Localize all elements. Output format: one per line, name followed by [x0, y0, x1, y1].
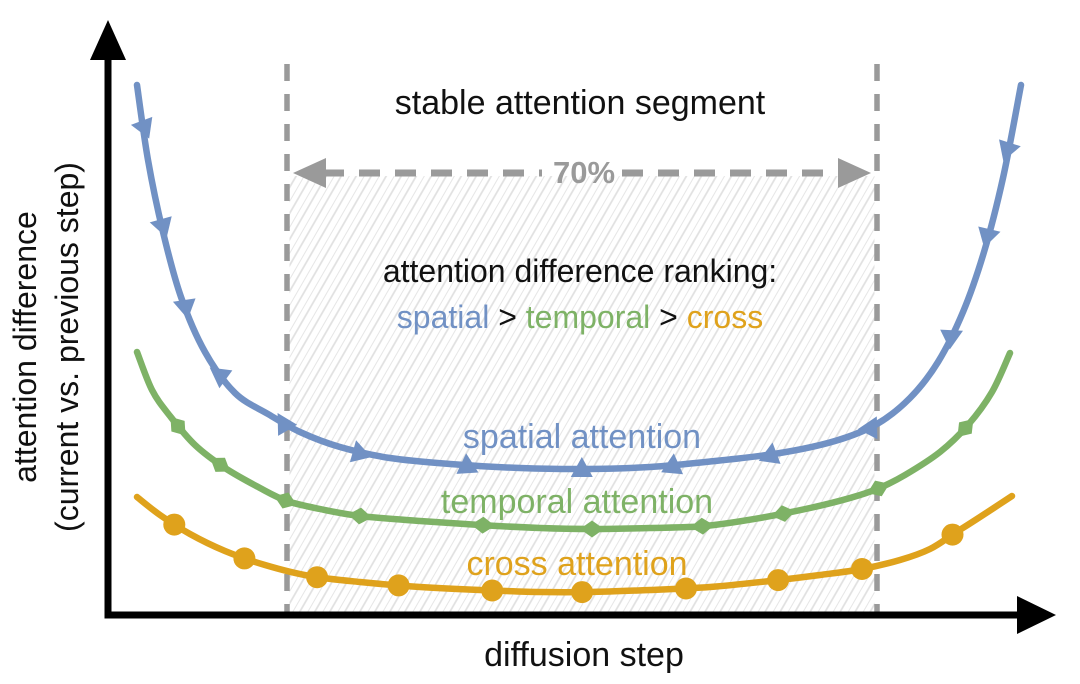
series-marker-cross-attention — [571, 581, 594, 604]
x-axis-arrowhead — [1017, 596, 1056, 634]
ranking-item-cross: cross — [686, 299, 764, 335]
y-axis-label-line-1: attention difference — [7, 211, 43, 483]
series-label-spatial-attention: spatial attention — [462, 418, 702, 456]
series-marker-cross-attention — [767, 569, 790, 592]
series-marker-spatial-attention — [978, 226, 1001, 248]
chart-title: stable attention segment — [394, 84, 766, 122]
series-marker-spatial-attention — [130, 116, 153, 139]
series-marker-temporal-attention — [957, 419, 974, 437]
series-marker-cross-attention — [233, 547, 256, 570]
series-label-temporal-attention: temporal attention — [440, 483, 714, 521]
series-marker-spatial-attention — [209, 367, 233, 389]
series-marker-spatial-attention — [277, 413, 298, 436]
ranking-separator: > — [650, 299, 687, 335]
series-marker-spatial-attention — [456, 453, 479, 474]
ranking-separator: > — [489, 299, 526, 335]
series-marker-cross-attention — [387, 574, 410, 597]
series-marker-temporal-attention — [690, 517, 715, 535]
series-marker-temporal-attention — [867, 480, 890, 497]
series-marker-cross-attention — [481, 579, 504, 602]
hatch-region — [289, 176, 875, 615]
series-marker-cross-attention — [851, 558, 873, 580]
series-marker-cross-attention — [941, 523, 964, 546]
series-marker-spatial-attention — [149, 216, 172, 238]
ranking-item-temporal: temporal — [525, 299, 651, 335]
series-marker-spatial-attention — [570, 457, 593, 478]
series-marker-cross-attention — [163, 513, 186, 536]
series-marker-cross-attention — [675, 577, 697, 600]
segment-span-arrow-right-head — [838, 158, 871, 188]
segment-span-label: 70% — [552, 155, 616, 190]
series-marker-temporal-attention — [274, 492, 297, 509]
series-marker-spatial-attention — [857, 416, 878, 440]
y-axis-arrowhead — [90, 20, 126, 60]
series-curve-spatial-attention — [133, 81, 1025, 473]
series-marker-temporal-attention — [210, 457, 231, 472]
series-marker-temporal-attention — [348, 507, 372, 525]
ranking-heading: attention difference ranking: — [382, 253, 778, 289]
series-marker-spatial-attention — [999, 139, 1021, 161]
series-marker-temporal-attention — [170, 416, 186, 436]
segment-span-arrow-left-head — [293, 158, 326, 188]
series-marker-spatial-attention — [172, 298, 196, 319]
series-marker-temporal-attention — [580, 520, 604, 538]
ranking-line: spatial > temporal > cross — [290, 299, 870, 336]
series-label-cross-attention: cross attention — [466, 545, 688, 583]
series-marker-temporal-attention — [471, 516, 495, 534]
y-axis-label-line-2: (current vs. previous step) — [49, 162, 85, 532]
x-axis-label: diffusion step — [484, 636, 684, 674]
series-marker-spatial-attention — [758, 442, 781, 464]
series-marker-spatial-attention — [349, 440, 372, 463]
series-marker-temporal-attention — [771, 505, 796, 522]
ranking-item-spatial: spatial — [396, 299, 490, 335]
y-axis-label: attention difference (current vs. previo… — [4, 67, 88, 627]
series-marker-cross-attention — [306, 566, 329, 589]
series-marker-spatial-attention — [661, 453, 684, 475]
series-marker-spatial-attention — [940, 329, 963, 350]
